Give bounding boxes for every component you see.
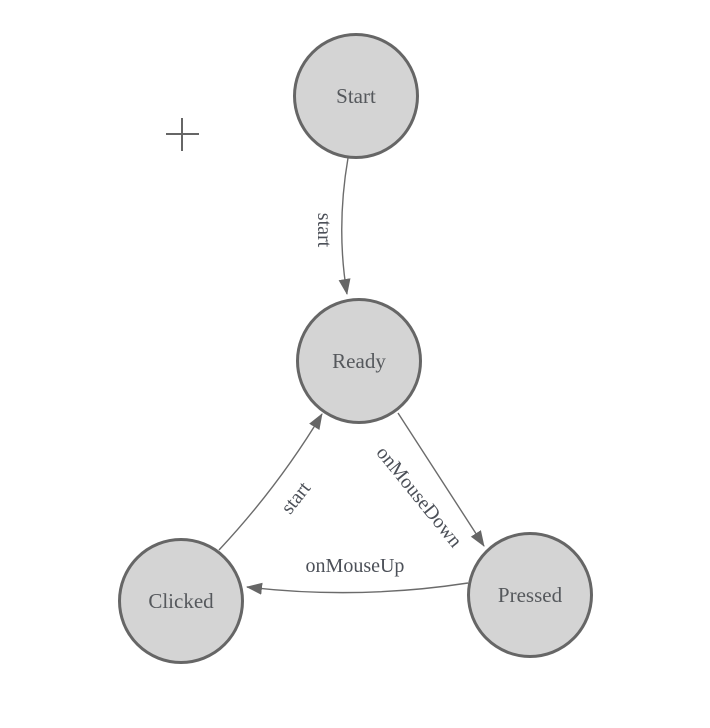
edge-label-start: start <box>313 213 335 248</box>
edge-line[interactable] <box>218 413 323 551</box>
node-ready[interactable]: Ready <box>296 298 422 424</box>
edge-start-to-ready[interactable]: start <box>313 157 351 295</box>
node-pressed[interactable]: Pressed <box>467 532 593 658</box>
node-circle-pressed[interactable] <box>467 532 593 658</box>
node-clicked[interactable]: Clicked <box>118 538 244 664</box>
edge-pressed-to-clicked[interactable]: onMouseUp <box>246 555 469 595</box>
edge-line[interactable] <box>338 157 351 295</box>
edge-label-start-2: start <box>277 477 316 518</box>
edge-label-onmouseup: onMouseUp <box>306 555 405 577</box>
node-circle-ready[interactable] <box>296 298 422 424</box>
node-start[interactable]: Start <box>293 33 419 159</box>
edge-line[interactable] <box>246 582 469 595</box>
edge-clicked-to-ready[interactable]: start <box>218 413 323 551</box>
edge-ready-to-pressed[interactable]: onMouseDown <box>372 412 485 552</box>
crosshair-icon <box>166 118 199 151</box>
node-circle-start[interactable] <box>293 33 419 159</box>
node-circle-clicked[interactable] <box>118 538 244 664</box>
edge-line[interactable] <box>397 412 485 547</box>
